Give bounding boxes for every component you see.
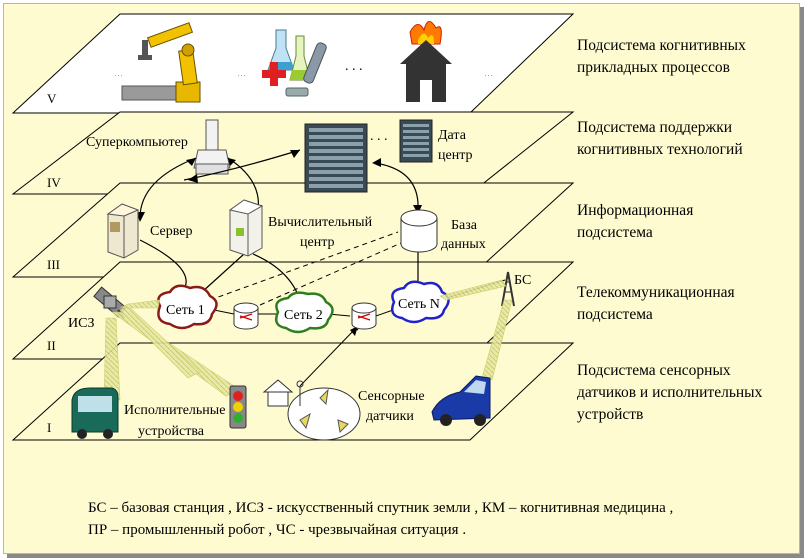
sensors-label-line2: датчики bbox=[366, 409, 414, 424]
layer-i-description-line: Подсистема сенсорных bbox=[577, 362, 731, 379]
server-icon bbox=[106, 203, 140, 259]
rack-slot bbox=[309, 142, 363, 146]
supercomputer-label: Суперкомпьютер bbox=[86, 135, 188, 150]
house-fire-icon bbox=[400, 21, 452, 102]
layer-i-description-line: устройств bbox=[577, 406, 643, 423]
datacenter-racks-icon bbox=[304, 119, 433, 193]
layer-iv-description-line: Подсистема поддержки bbox=[577, 119, 732, 136]
computing-center-icon bbox=[228, 199, 264, 257]
layer-v-description: Подсистема когнитивных прикладных процес… bbox=[577, 37, 746, 76]
database-label-line1: База bbox=[451, 218, 478, 233]
dashed-links bbox=[209, 231, 409, 306]
base-station-label: БС bbox=[514, 273, 531, 288]
ellipsis-small: . . . bbox=[238, 72, 246, 78]
house-sensor-icon bbox=[262, 379, 294, 407]
layer-ii-description-line: подсистема bbox=[577, 306, 653, 323]
datacenter-label-line2: центр bbox=[438, 148, 473, 163]
datacenter-label-line1: Дата bbox=[438, 128, 467, 143]
layer-ii-numeral: II bbox=[47, 338, 56, 353]
satellite-label: ИСЗ bbox=[68, 316, 94, 331]
rack-slot bbox=[403, 136, 429, 139]
computing-center-label-line1: Вычислительный bbox=[268, 215, 373, 230]
layer-v-numeral: V bbox=[47, 91, 57, 106]
robot-arm-icon bbox=[121, 22, 201, 103]
server-label: Сервер bbox=[150, 224, 192, 239]
netN-label: Сеть N bbox=[398, 297, 440, 312]
layer-iv-description: Подсистема поддержки когнитивных техноло… bbox=[577, 119, 743, 158]
rack-slot bbox=[403, 124, 429, 127]
layer-iii-description-line: подсистема bbox=[577, 224, 653, 241]
layer-ii-description: Телекоммуникационная подсистема bbox=[577, 284, 735, 323]
footnote-line1: БС – базовая станция , ИСЗ - искусственн… bbox=[88, 500, 673, 516]
computing-center-label-line2: центр bbox=[300, 235, 335, 250]
beam-satellite-net1 bbox=[119, 299, 161, 309]
router-icon-1 bbox=[233, 302, 259, 330]
rack-slot bbox=[309, 170, 363, 174]
database-icon bbox=[400, 209, 438, 253]
rack-slot bbox=[309, 177, 363, 181]
layer-i-description: Подсистема сенсорных датчиков и исполнит… bbox=[577, 362, 763, 423]
rack-slot bbox=[309, 135, 363, 139]
footnote-line2: ПР – промышленный робот , ЧС - чрезвычай… bbox=[88, 522, 466, 538]
layer-i-description-line: датчиков и исполнительных bbox=[577, 384, 763, 401]
rack-slot bbox=[309, 149, 363, 153]
layer-iv-description-line: когнитивных технологий bbox=[577, 141, 743, 158]
base-station-icon bbox=[501, 271, 515, 307]
net2-label: Сеть 2 bbox=[284, 308, 323, 323]
rack-slot bbox=[309, 128, 363, 132]
net1-cloud bbox=[157, 284, 218, 330]
ellipsis-small: . . . bbox=[115, 72, 123, 78]
layer-iii-description: Информационная подсистема bbox=[577, 202, 693, 241]
rack-slot bbox=[309, 163, 363, 167]
layer-iii-numeral: III bbox=[47, 257, 60, 272]
layer-iv-numeral: IV bbox=[47, 175, 61, 190]
beam-bs-car bbox=[481, 299, 513, 381]
database-label-line2: данных bbox=[441, 237, 486, 252]
arrow-datacenter-database bbox=[374, 162, 419, 211]
beam-satellite-bus bbox=[103, 317, 121, 401]
rack-slot bbox=[403, 154, 429, 157]
arrow-supercomputer-server bbox=[139, 157, 197, 219]
line-cc-net1 bbox=[201, 253, 245, 293]
layer-plane-v bbox=[11, 13, 575, 114]
ellipsis-layer-v: . . . bbox=[345, 59, 363, 74]
rack-slot bbox=[309, 156, 363, 160]
layer-iii-description-line: Информационная bbox=[577, 202, 693, 219]
sensors-label-line1: Сенсорные bbox=[358, 389, 425, 404]
rack-slot bbox=[403, 142, 429, 145]
layer-i-numeral: I bbox=[47, 420, 51, 435]
wireless-beams bbox=[103, 279, 513, 401]
actuators-label-line1: Исполнительные bbox=[124, 403, 225, 418]
layer-v-description-line: Подсистема когнитивных bbox=[577, 37, 746, 54]
ellipsis-small: . . . bbox=[485, 72, 493, 78]
layer-v-description-line: прикладных процессов bbox=[577, 59, 730, 76]
rack-slot bbox=[403, 148, 429, 151]
layer-ii-description-line: Телекоммуникационная bbox=[577, 284, 735, 301]
net2-cloud bbox=[275, 291, 334, 334]
medicine-icon bbox=[262, 29, 327, 97]
net1-label: Сеть 1 bbox=[166, 303, 205, 318]
supercomputer-icon bbox=[193, 119, 231, 175]
traffic-light-icon bbox=[229, 385, 247, 429]
beam-netN-bs bbox=[439, 279, 507, 301]
ellipsis-datacenter: . . . bbox=[370, 129, 388, 144]
bus-icon bbox=[71, 387, 119, 439]
rack-slot bbox=[309, 184, 363, 188]
sensor-field-icon bbox=[287, 380, 361, 441]
rack-slot bbox=[403, 130, 429, 133]
car-icon bbox=[431, 375, 491, 426]
router-icon-2 bbox=[351, 302, 377, 330]
actuators-label-line2: устройства bbox=[138, 424, 205, 439]
